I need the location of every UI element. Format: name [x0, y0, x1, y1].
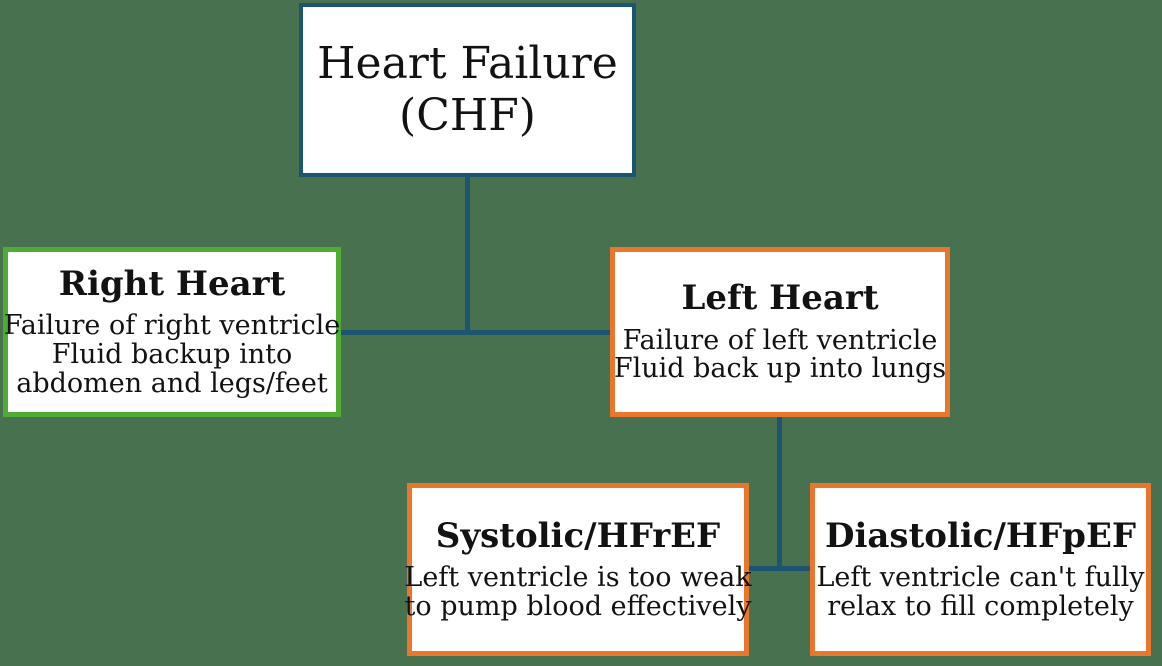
left-heart-body-line: Fluid back up into lungs [613, 353, 947, 385]
systolic-title: Systolic/HFrEF [435, 515, 721, 556]
heart-failure-title-line1: Heart Failure [317, 38, 618, 90]
node-systolic-hfref: Systolic/HFrEF Left ventricle is too wea… [404, 483, 752, 656]
left-heart-title: Left Heart [681, 278, 879, 319]
diastolic-title: Diastolic/HFpEF [825, 515, 1136, 556]
right-heart-title: Right Heart [58, 263, 286, 304]
diastolic-body-line: relax to fill completely [827, 590, 1134, 622]
systolic-body-line: Left ventricle is too weak [404, 562, 752, 594]
connector-row2-horizontal [747, 566, 813, 571]
node-right-heart: Right Heart Failure of right ventricle F… [3, 247, 341, 417]
node-diastolic-hfpef: Diastolic/HFpEF Left ventricle can't ful… [810, 483, 1151, 656]
right-heart-body-line: Fluid backup into [51, 338, 293, 370]
node-left-heart: Left Heart Failure of left ventricle Flu… [610, 247, 950, 417]
diastolic-body-line: Left ventricle can't fully [816, 562, 1145, 594]
heart-failure-title-line2: (CHF) [399, 90, 536, 141]
left-heart-body-line: Failure of left ventricle [622, 324, 938, 356]
connector-row1-horizontal [341, 330, 610, 335]
right-heart-body-line: Failure of right ventricle [3, 310, 341, 342]
right-heart-body-line: abdomen and legs/feet [16, 367, 328, 399]
connector-left-heart-vertical [777, 417, 782, 571]
connector-root-vertical [465, 177, 470, 335]
node-heart-failure: Heart Failure (CHF) [299, 3, 636, 177]
systolic-body-line: to pump blood effectively [404, 590, 752, 622]
